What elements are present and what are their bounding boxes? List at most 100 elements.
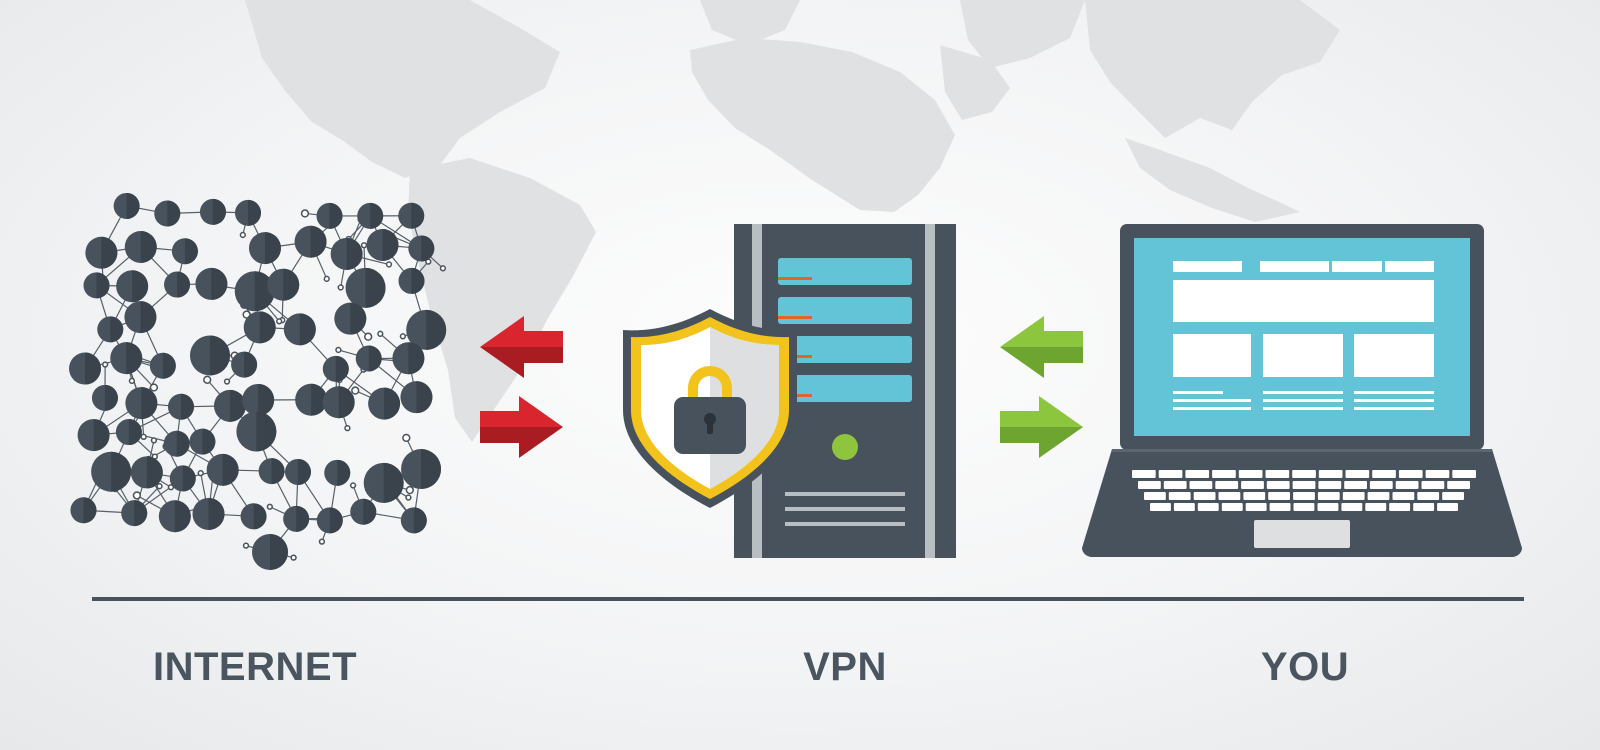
network-node [234, 199, 261, 226]
map-europe [960, 0, 1085, 68]
label-vpn: VPN [803, 645, 887, 689]
network-node [400, 507, 427, 534]
network-node [164, 271, 191, 298]
map-south-america [408, 158, 596, 442]
network-node [206, 453, 239, 486]
network-node [330, 237, 363, 270]
network-node [267, 268, 300, 301]
keyboard-key [1218, 492, 1241, 500]
power-led-icon [832, 434, 858, 460]
server-vents [785, 492, 905, 526]
network-node [189, 428, 216, 455]
keyboard-key [1398, 470, 1423, 478]
server-drive-bays [778, 258, 912, 402]
keyboard-key [1318, 481, 1342, 489]
network-node [116, 270, 149, 303]
keyboard-key [1189, 481, 1213, 489]
network-node [243, 311, 276, 344]
network-node [316, 202, 343, 229]
keyboard-key [1163, 481, 1187, 489]
network-node [242, 383, 275, 416]
map-arabia [940, 45, 1010, 120]
network-node [398, 267, 425, 294]
network-node [121, 500, 148, 527]
network-node [70, 497, 97, 524]
network-node [392, 342, 425, 375]
network-node [294, 225, 327, 258]
network-node [252, 534, 288, 570]
keyboard-key [1317, 492, 1340, 500]
map-greenland [700, 0, 800, 45]
keyboard-key [1245, 503, 1267, 511]
network-node [400, 381, 433, 414]
network-node [169, 465, 196, 492]
keyboard-key [1238, 470, 1263, 478]
network-node [406, 309, 447, 350]
network-node [345, 267, 386, 308]
keyboard-key [1365, 503, 1387, 511]
padlock-icon [674, 366, 746, 454]
red-arrow-right-icon [480, 396, 563, 458]
network-node [192, 497, 225, 530]
network-node [124, 301, 157, 334]
keyboard-key [1317, 503, 1339, 511]
network-node [83, 272, 110, 299]
network-node [158, 500, 191, 533]
network-node [125, 387, 158, 420]
keyboard-key [1158, 470, 1183, 478]
map-southeast-asia [1125, 138, 1300, 222]
keyboard-key [1221, 503, 1243, 511]
keyboard-key [1268, 492, 1290, 500]
keyboard-key [1442, 492, 1464, 500]
network-node [248, 232, 281, 265]
network-node [113, 192, 140, 219]
network-node [236, 411, 277, 452]
label-you: YOU [1260, 645, 1350, 689]
network-node [363, 462, 404, 503]
network-node [357, 202, 384, 229]
network-node [322, 355, 349, 382]
keyboard-key [1132, 470, 1156, 478]
keyboard-key [1452, 470, 1476, 478]
network-node [199, 198, 226, 225]
network-node [189, 335, 230, 376]
network-node [322, 386, 355, 419]
keyboard-key [1437, 503, 1458, 511]
network-node [231, 351, 258, 378]
network-node [366, 228, 399, 261]
keyboard-key [1173, 503, 1195, 511]
keyboard-key [1342, 492, 1365, 500]
network-node [295, 383, 328, 416]
network-node [149, 352, 176, 379]
keyboard-key [1417, 492, 1440, 500]
keyboard-key [1392, 492, 1415, 500]
label-internet: INTERNET [153, 645, 357, 689]
keyboard-key [1144, 492, 1166, 500]
keyboard-key [1241, 481, 1264, 489]
keyboard-key [1292, 470, 1316, 478]
keyboard-key [1212, 470, 1236, 478]
keyboard-key [1168, 492, 1191, 500]
keyboard-key [1292, 481, 1316, 489]
network-node [240, 503, 267, 530]
keyboard-key [1425, 470, 1450, 478]
shield-icon [623, 309, 797, 508]
network-node [91, 384, 118, 411]
network-node [398, 202, 425, 229]
network-node [350, 498, 377, 525]
keyboard-key [1389, 503, 1411, 511]
keyboard-key [1395, 481, 1419, 489]
keyboard-key [1293, 503, 1315, 511]
keyboard-key [1266, 481, 1290, 489]
keyboard-key [1344, 481, 1367, 489]
network-node [258, 458, 285, 485]
network-node [163, 430, 190, 457]
network-node [69, 352, 102, 385]
keyboard-key [1150, 503, 1171, 511]
laptop-screen-content [1173, 261, 1434, 410]
network-node [85, 236, 118, 269]
network-node [124, 230, 157, 263]
network-node [234, 271, 275, 312]
network-node [316, 507, 343, 534]
